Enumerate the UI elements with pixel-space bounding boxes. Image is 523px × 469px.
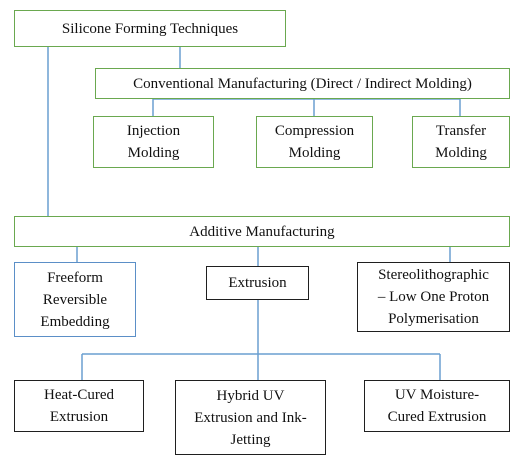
node-label: Conventional Manufacturing (Direct / Ind… [133, 75, 472, 92]
node-freeform-reversible-embedding: Freeform Reversible Embedding [14, 262, 136, 337]
node-label: Injection Molding [126, 123, 181, 161]
node-label: Additive Manufacturing [189, 223, 335, 240]
node-label: UV Moisture- Cured Extrusion [387, 387, 487, 425]
node-label: Silicone Forming Techniques [61, 20, 239, 37]
node-stereolithographic: Stereolithographic – Low One Proton Poly… [357, 262, 510, 332]
node-label: Stereolithographic – Low One Proton Poly… [377, 267, 490, 327]
node-transfer-molding: Transfer Molding [412, 116, 510, 168]
node-uv-moisture-cured-extrusion: UV Moisture- Cured Extrusion [364, 380, 510, 432]
node-additive-manufacturing: Additive Manufacturing [14, 216, 510, 247]
node-label: Freeform Reversible Embedding [40, 269, 110, 330]
node-heat-cured-extrusion: Heat-Cured Extrusion [14, 380, 144, 432]
node-label: Transfer Molding [435, 123, 487, 161]
node-hybrid-uv-extrusion: Hybrid UV Extrusion and Ink- Jetting [175, 380, 326, 455]
node-compression-molding: Compression Molding [256, 116, 373, 168]
node-injection-molding: Injection Molding [93, 116, 214, 168]
node-label: Compression Molding [274, 123, 355, 161]
node-label: Heat-Cured Extrusion [44, 387, 114, 425]
node-conventional-manufacturing: Conventional Manufacturing (Direct / Ind… [95, 68, 510, 99]
node-silicone-forming-techniques: Silicone Forming Techniques [14, 10, 286, 47]
node-extrusion: Extrusion [206, 266, 309, 300]
node-label: Hybrid UV Extrusion and Ink- Jetting [194, 387, 307, 448]
node-label: Extrusion [228, 275, 287, 291]
